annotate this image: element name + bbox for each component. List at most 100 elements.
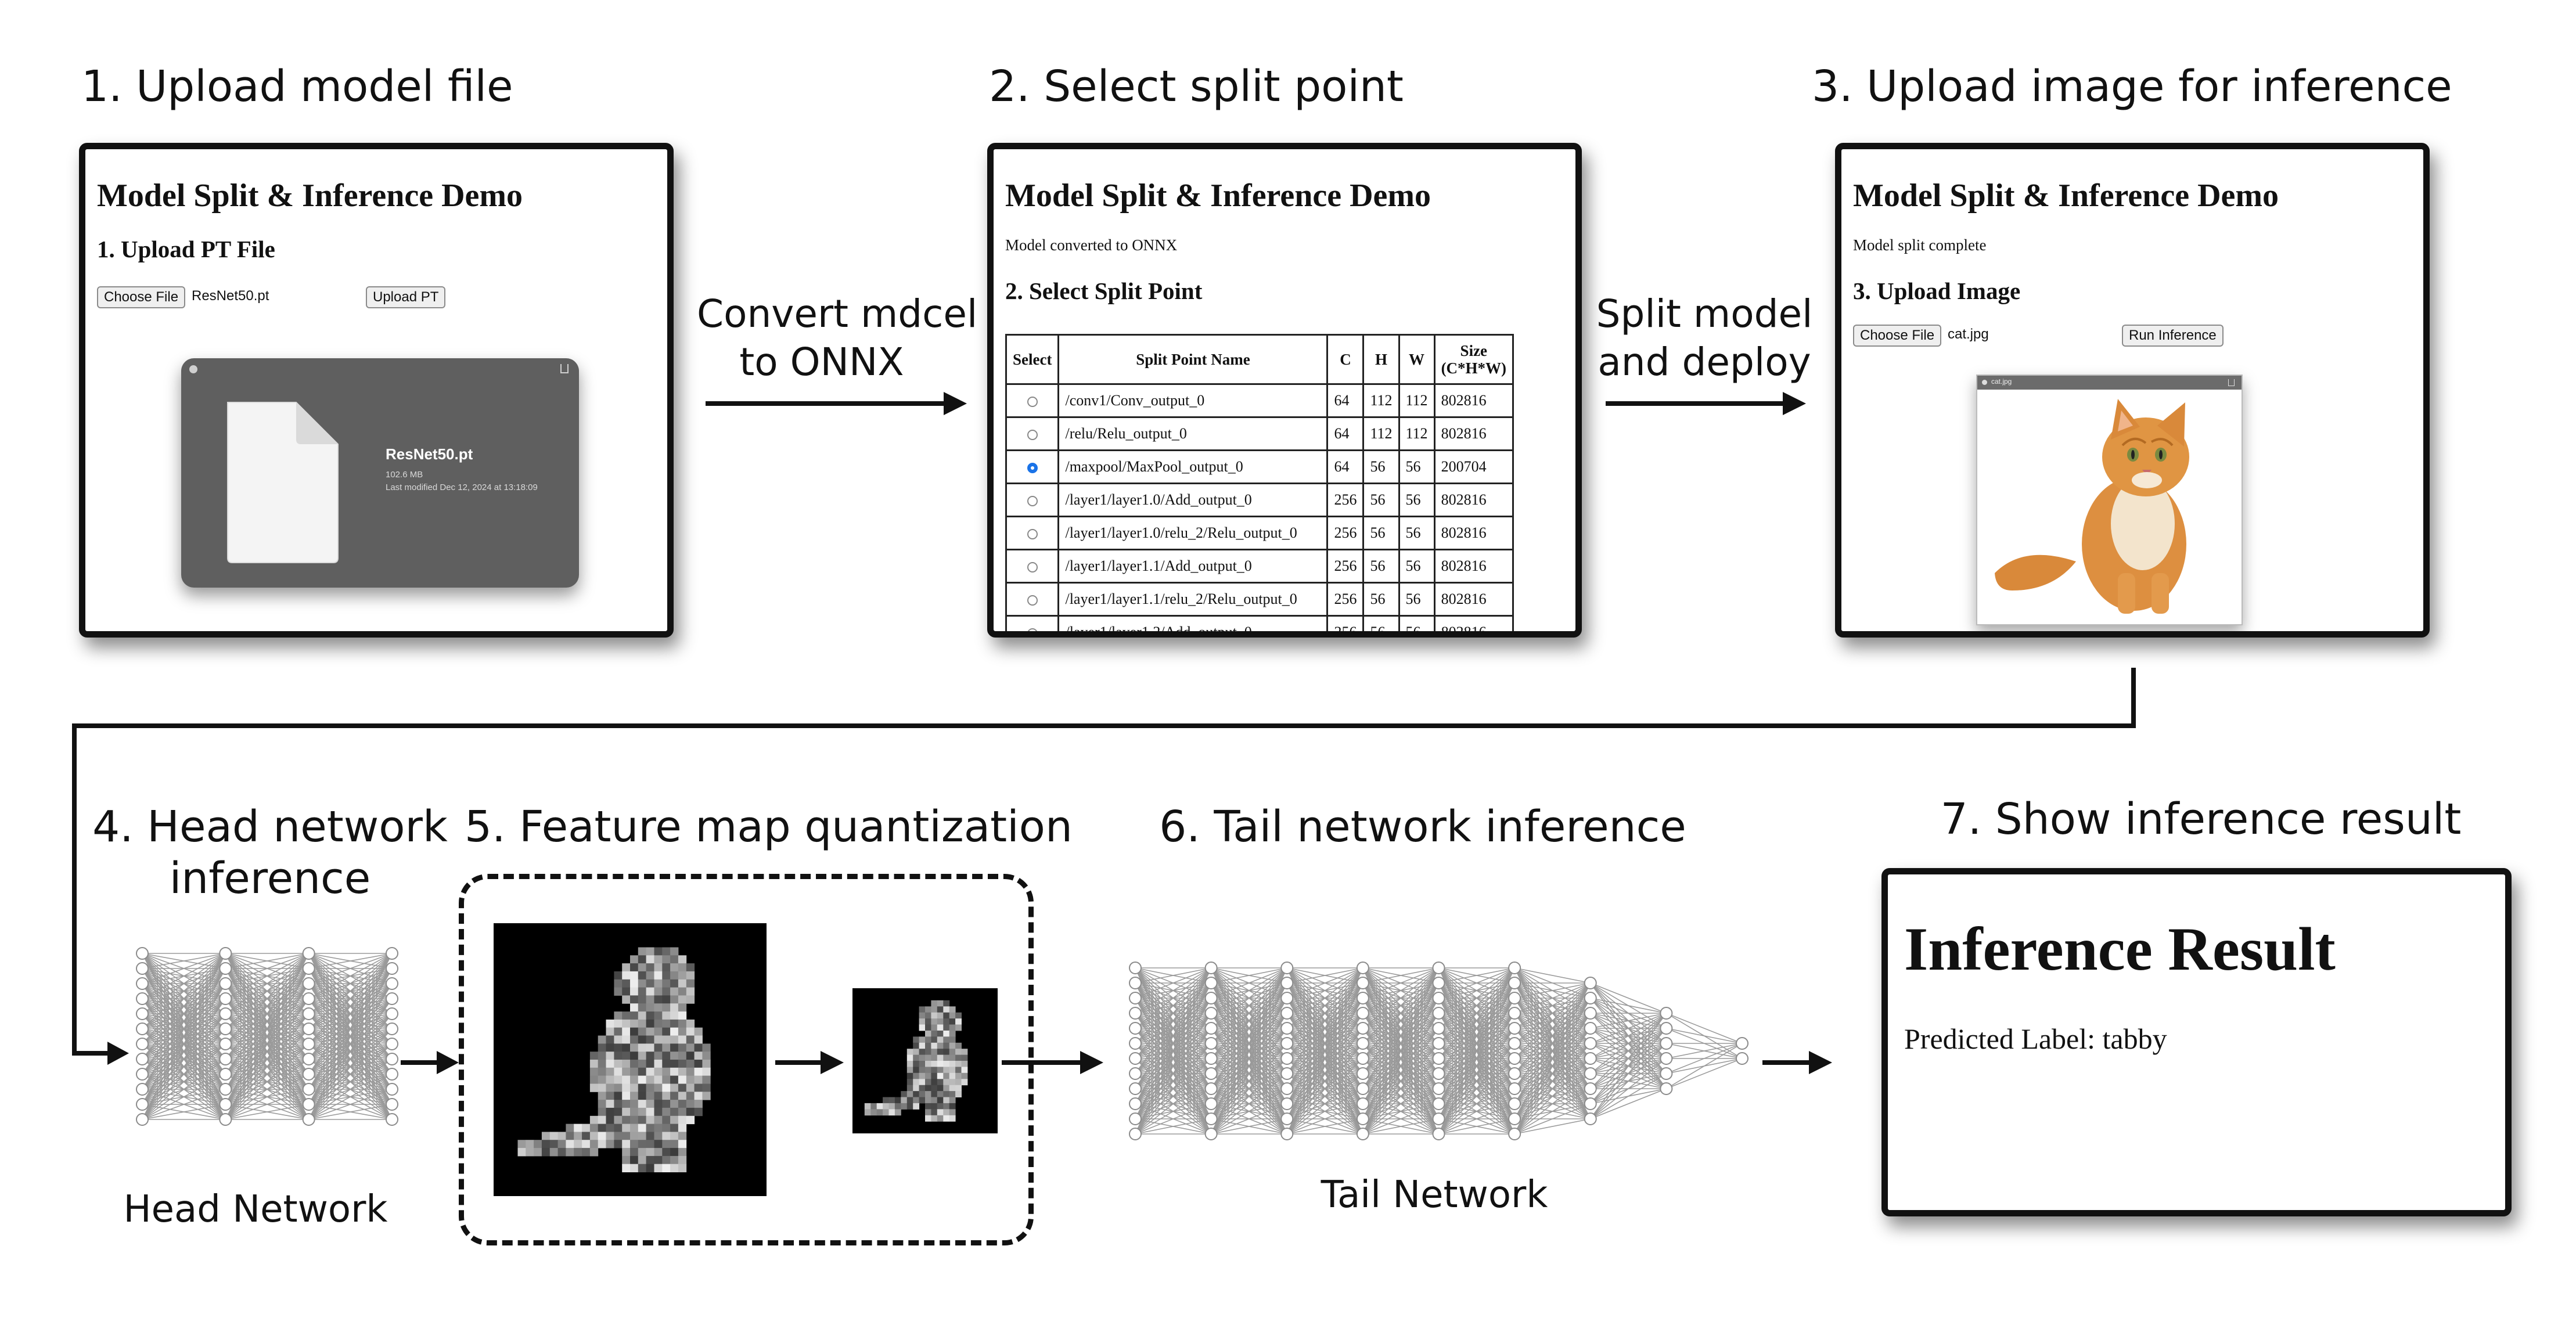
feature-map-pixel [937,1103,944,1110]
network-node [386,992,398,1005]
preview-share-icon[interactable] [2228,379,2235,386]
feature-map-pixel [662,1107,671,1117]
split-point-table: Select Split Point Name C H W Size(C*H*W… [1005,334,1514,631]
feature-map-pixel [678,1075,687,1084]
feature-map-pixel [630,987,639,996]
feature-map-pixel [654,1019,663,1028]
feature-map-pixel [670,1092,679,1100]
network-node [136,1098,149,1111]
feature-map-pixel [913,1061,920,1067]
feature-map-pixel [931,1091,938,1097]
feature-map-pixel [630,1083,639,1092]
run-inference-button[interactable]: Run Inference [2122,325,2224,347]
feature-map-pixel [670,1011,679,1020]
network-node [1508,962,1521,974]
tail-to-result-arrow [1762,1051,1832,1074]
split-radio[interactable] [1027,628,1038,631]
feature-map-pixel [622,979,631,988]
conversion-status: Model converted to ONNX [1005,236,1178,254]
split-radio[interactable] [1027,595,1038,606]
feature-map-pixel [949,1018,956,1025]
feature-map-pixel [654,1060,663,1068]
feature-map-pixel [937,1012,944,1019]
feature-map-pixel [662,1003,671,1012]
cell-h: 56 [1362,615,1400,631]
feature-map-pixel [919,1072,926,1079]
feature-map-pixel [937,1115,944,1122]
feature-map-pixel [646,1107,654,1117]
feature-map-pixel [622,1107,631,1117]
network-node [1508,977,1521,989]
network-node [1432,1097,1445,1110]
cell-c: 256 [1326,582,1365,617]
feature-map-pixel [630,1075,639,1084]
feature-map-pixel [638,1035,647,1044]
upload-pt-button[interactable]: Upload PT [366,286,446,308]
network-node [1280,1052,1294,1065]
feature-map-pixel [919,1091,926,1097]
split-radio[interactable] [1027,430,1038,441]
split-radio[interactable] [1027,562,1038,573]
feature-map-pixel [919,1067,926,1074]
network-edges [142,953,393,1120]
feature-map-pixel [646,1140,654,1148]
cell-select [1005,615,1060,631]
preview-close-icon[interactable] [1982,380,1987,385]
step-2-title: 2. Select split point [989,62,1404,111]
feature-map-pixel [622,1019,631,1028]
split-radio[interactable] [1027,529,1038,540]
feature-map-pixel [630,1132,639,1140]
tail-network-graph [1129,962,1748,1140]
choose-file-button[interactable]: Choose File [97,286,186,308]
preview-modified-date: Last modified Dec 12, 2024 at 13:18:09 [386,483,538,492]
choose-file-button[interactable]: Choose File [1853,325,1942,347]
result-title: Inference Result [1904,915,2336,983]
feature-map-pixel [606,1132,614,1140]
cell-h: 112 [1362,416,1400,451]
split-radio[interactable] [1027,463,1038,474]
feature-map-pixel [931,1103,938,1110]
network-node [1356,1037,1369,1050]
network-node [1129,1007,1142,1020]
preview-close-icon[interactable] [189,365,197,373]
network-node [1129,1037,1142,1050]
feature-map-pixel [638,1003,647,1012]
step-3-title: 3. Upload image for inference [1812,62,2452,111]
split-radio[interactable] [1027,397,1038,408]
feature-map-pixel [646,979,654,988]
network-node [302,1053,315,1065]
split-radio[interactable] [1027,496,1038,507]
feature-map-pixel [517,1148,526,1157]
preview-file-name: ResNet50.pt [386,445,473,463]
quantization-box [459,874,1034,1245]
share-icon[interactable] [560,364,569,373]
network-node [1584,1022,1597,1035]
network-node [386,1068,398,1081]
feature-map-pixel [646,1027,654,1036]
feature-map-pixel [678,1092,687,1100]
feature-map-pixel [678,955,687,964]
feature-map-pixel [662,987,671,996]
feature-map-pixel [943,1000,950,1007]
feature-map-pixel [630,1100,639,1108]
feature-map-pixel [702,1052,711,1060]
feature-map-pixel [686,987,695,996]
section-heading: 1. Upload PT File [97,236,275,262]
cell-size: 802816 [1433,582,1514,617]
feature-map-pixel [646,1075,654,1084]
feature-map-pixel [630,1043,639,1052]
feature-map-pixel [606,1019,614,1028]
feature-map-pixel [937,1000,944,1007]
feature-map-pixel [943,1115,950,1122]
network-node [136,1038,149,1050]
feature-map-pixel [541,1132,551,1140]
